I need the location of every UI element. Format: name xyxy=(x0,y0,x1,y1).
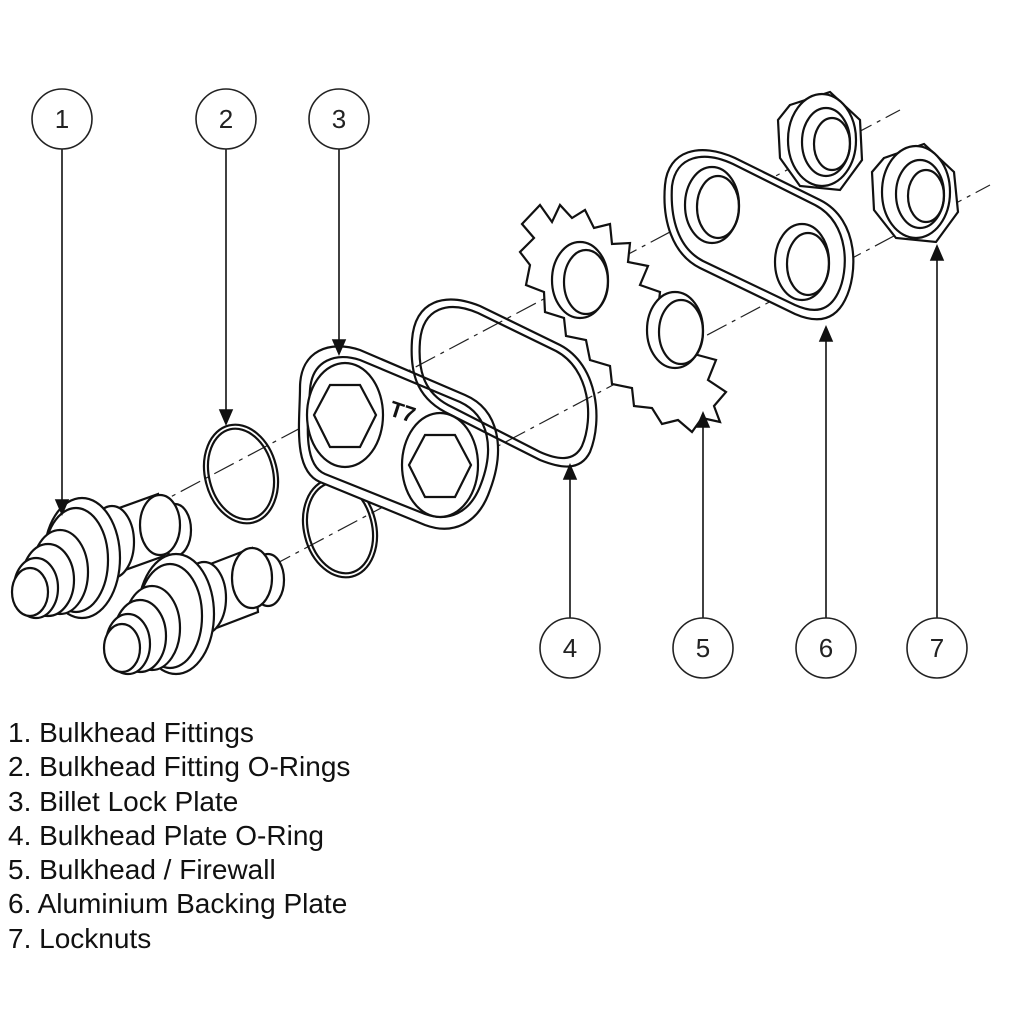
legend-item: 4. Bulkhead Plate O-Ring xyxy=(8,819,324,851)
parts-legend: 1. Bulkhead Fittings 2. Bulkhead Fitting… xyxy=(8,716,350,956)
callout-7: 7 xyxy=(906,617,968,679)
legend-item: 6. Aluminium Backing Plate xyxy=(8,888,348,920)
locknuts xyxy=(776,90,960,244)
exploded-assembly-diagram: T7 xyxy=(10,88,991,679)
billet-lock-plate: T7 xyxy=(297,345,500,530)
callout-7-number: 7 xyxy=(930,633,944,663)
callout-3-number: 3 xyxy=(332,104,346,134)
o-ring-upper xyxy=(202,423,280,525)
legend-item: 7. Locknuts xyxy=(8,922,152,954)
legend-item: 1. Bulkhead Fittings xyxy=(8,717,254,748)
legend-item: 5. Bulkhead / Firewall xyxy=(8,854,276,886)
bulkhead-fitting-a xyxy=(10,492,193,620)
callout-2: 2 xyxy=(195,88,257,150)
callout-2-number: 2 xyxy=(219,104,233,134)
bulkhead-plate-o-ring xyxy=(410,298,598,468)
callout-6-number: 6 xyxy=(819,633,833,663)
callout-balloons: 1 2 3 4 5 6 7 xyxy=(31,88,968,679)
bulkhead-fitting-b xyxy=(102,546,286,676)
callout-5-number: 5 xyxy=(696,633,710,663)
assembly-center-lines xyxy=(79,109,991,621)
callout-1: 1 xyxy=(31,88,93,150)
leader-lines xyxy=(54,148,945,618)
callout-3: 3 xyxy=(308,88,370,150)
aluminium-backing-plate xyxy=(663,149,855,321)
callout-4-number: 4 xyxy=(563,633,577,663)
callout-6: 6 xyxy=(795,617,857,679)
callout-4: 4 xyxy=(539,617,601,679)
callout-1-number: 1 xyxy=(55,104,69,134)
locknut-upper xyxy=(776,90,864,192)
bulkhead-firewall xyxy=(518,203,728,434)
locknut-lower xyxy=(870,142,960,244)
legend-item: 3. Billet Lock Plate xyxy=(8,785,239,817)
o-ring-upper-inner xyxy=(206,427,276,521)
bulkhead-fittings xyxy=(10,492,286,676)
callout-5: 5 xyxy=(672,617,734,679)
legend-item: 2. Bulkhead Fitting O-Rings xyxy=(8,751,351,783)
